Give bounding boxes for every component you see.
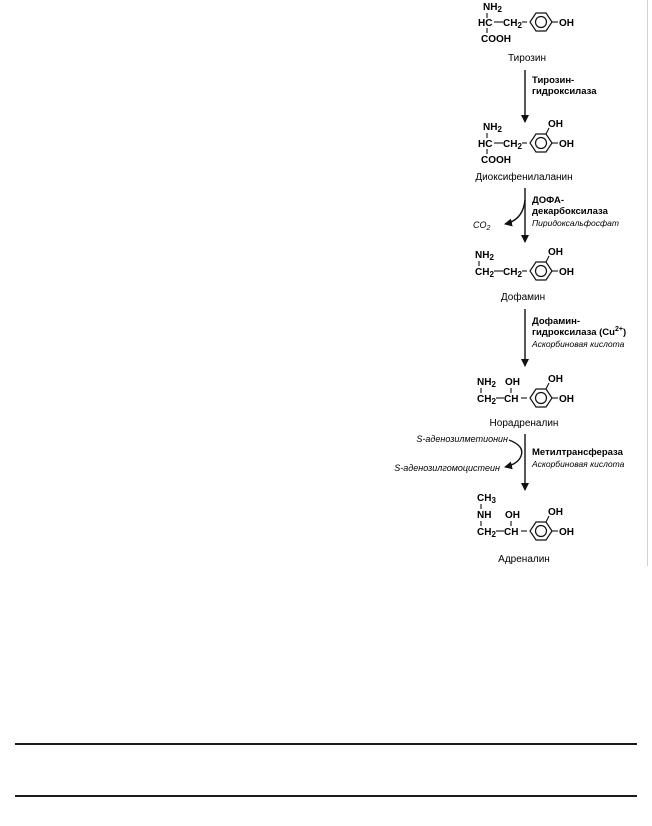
tyrosine-nh2: NH2	[483, 2, 502, 14]
dopamine-ch2-a: CH2	[475, 267, 494, 279]
adrenaline-ch3: CH3	[477, 493, 496, 505]
tyrosine-ring-aromatic	[534, 15, 548, 29]
dopamine-nh2: NH2	[475, 250, 494, 262]
dopa-ring-aromatic	[534, 136, 548, 150]
dopa-oh-right: OH	[559, 139, 574, 150]
step4-methyl-transfer-arrow	[504, 439, 523, 470]
adrenaline-oh-chain: OH	[505, 510, 520, 521]
tyrosine-oh: OH	[559, 18, 574, 29]
adrenaline-oh-top: OH	[548, 507, 563, 518]
compound-dopa: NH2 HC CH2 OH OH COOH Диоксифенилаланин	[475, 119, 574, 183]
dopamine-oh-right: OH	[559, 267, 574, 278]
tyrosine-cooh: COOH	[481, 34, 511, 45]
noradrenaline-ring-outline	[529, 388, 553, 408]
step1-enzyme-line2: гидроксилаза	[532, 86, 597, 97]
adrenaline-ch2: CH2	[477, 527, 496, 539]
step4-reaction: S-аденозилметионин S-аденозилгомоцистеин…	[394, 434, 625, 491]
tyrosine-ch2: CH2	[503, 18, 522, 30]
dopa-nh2: NH2	[483, 122, 502, 134]
horizontal-rule-lower	[15, 795, 637, 797]
step2-enzyme-line1: ДОФА-	[532, 195, 564, 206]
noradrenaline-name: Норадреналин	[490, 418, 559, 429]
dopa-ring-outline	[529, 133, 553, 153]
dopamine-ring-outline	[529, 261, 553, 281]
compound-tyrosine: NH2 HC CH2 OH COOH Тирозин	[478, 2, 574, 64]
step3-enzyme-line1: Дофамин-	[532, 316, 580, 327]
dopa-name: Диоксифенилаланин	[475, 171, 572, 183]
tyrosine-ring-outline	[529, 12, 553, 32]
tyrosine-benzene-ring	[529, 12, 553, 32]
adrenaline-nh: NH	[477, 510, 491, 521]
adrenaline-oh-right: OH	[559, 527, 574, 538]
noradrenaline-ch2: CH2	[477, 394, 496, 406]
adrenaline-ring-aromatic	[534, 524, 548, 538]
noradrenaline-benzene-ring	[529, 388, 553, 408]
dopa-benzene-ring	[529, 133, 553, 153]
compound-adrenaline: CH3 NH OH CH2 CH OH OH Адреналин	[477, 493, 574, 565]
dopa-cooh: COOH	[481, 155, 511, 166]
noradrenaline-bond-oh-top	[545, 382, 550, 390]
adrenaline-ring-outline	[529, 521, 553, 541]
dopa-bond-oh-top	[545, 127, 550, 135]
noradrenaline-ring-aromatic	[534, 391, 548, 405]
noradrenaline-oh-chain: OH	[505, 377, 520, 388]
step2-enzyme-line2: декарбоксилаза	[532, 206, 609, 217]
dopamine-ring-aromatic	[534, 264, 548, 278]
horizontal-rule-upper	[15, 743, 637, 745]
dopamine-benzene-ring	[529, 261, 553, 281]
step1-enzyme-line1: Тирозин-	[532, 75, 574, 86]
compound-noradrenaline: NH2 OH CH2 CH OH OH Норадреналин	[477, 374, 574, 429]
step3-cofactor: Аскорбиновая кислота	[531, 339, 625, 349]
adrenaline-benzene-ring	[529, 521, 553, 541]
dopamine-oh-top: OH	[548, 247, 563, 258]
noradrenaline-ch: CH	[504, 394, 518, 405]
dopa-oh-top: OH	[548, 119, 563, 130]
noradrenaline-oh-right: OH	[559, 394, 574, 405]
adrenaline-ch: CH	[504, 527, 518, 538]
step4-cofactor: Аскорбиновая кислота	[531, 459, 625, 469]
step2-side-product: CO2	[473, 220, 491, 232]
step2-co2-release-arrow	[504, 199, 526, 227]
noradrenaline-oh-top: OH	[548, 374, 563, 385]
step3-reaction: Дофамин- гидроксилаза (Cu2+) Аскорбинова…	[521, 309, 626, 367]
page-edge-rule	[647, 0, 648, 566]
dopamine-bond-oh-top	[545, 255, 550, 263]
dopamine-ch2-b: CH2	[503, 267, 522, 279]
step4-product: S-аденозилгомоцистеин	[394, 463, 500, 473]
noradrenaline-nh2: NH2	[477, 377, 496, 389]
tyrosine-name: Тирозин	[508, 53, 546, 64]
dopa-ch2: CH2	[503, 139, 522, 151]
step4-donor: S-аденозилметионин	[416, 434, 508, 444]
step4-enzyme: Метилтрансфераза	[532, 447, 624, 458]
tyrosine-hc: HC	[478, 18, 492, 29]
step3-enzyme-line2: гидроксилаза (Cu2+)	[532, 326, 626, 338]
step2-reaction: CO2 ДОФА- декарбоксилаза Пиридоксальфосф…	[473, 188, 619, 243]
adrenaline-name: Адреналин	[498, 554, 550, 565]
step2-cofactor: Пиридоксальфосфат	[532, 218, 619, 228]
compound-dopamine: NH2 CH2 CH2 OH OH Дофамин	[475, 247, 574, 303]
dopamine-name: Дофамин	[501, 291, 545, 303]
adrenaline-bond-oh-top	[545, 515, 550, 523]
step1-reaction: Тирозин- гидроксилаза	[521, 70, 597, 123]
dopa-hc: HC	[478, 139, 492, 150]
